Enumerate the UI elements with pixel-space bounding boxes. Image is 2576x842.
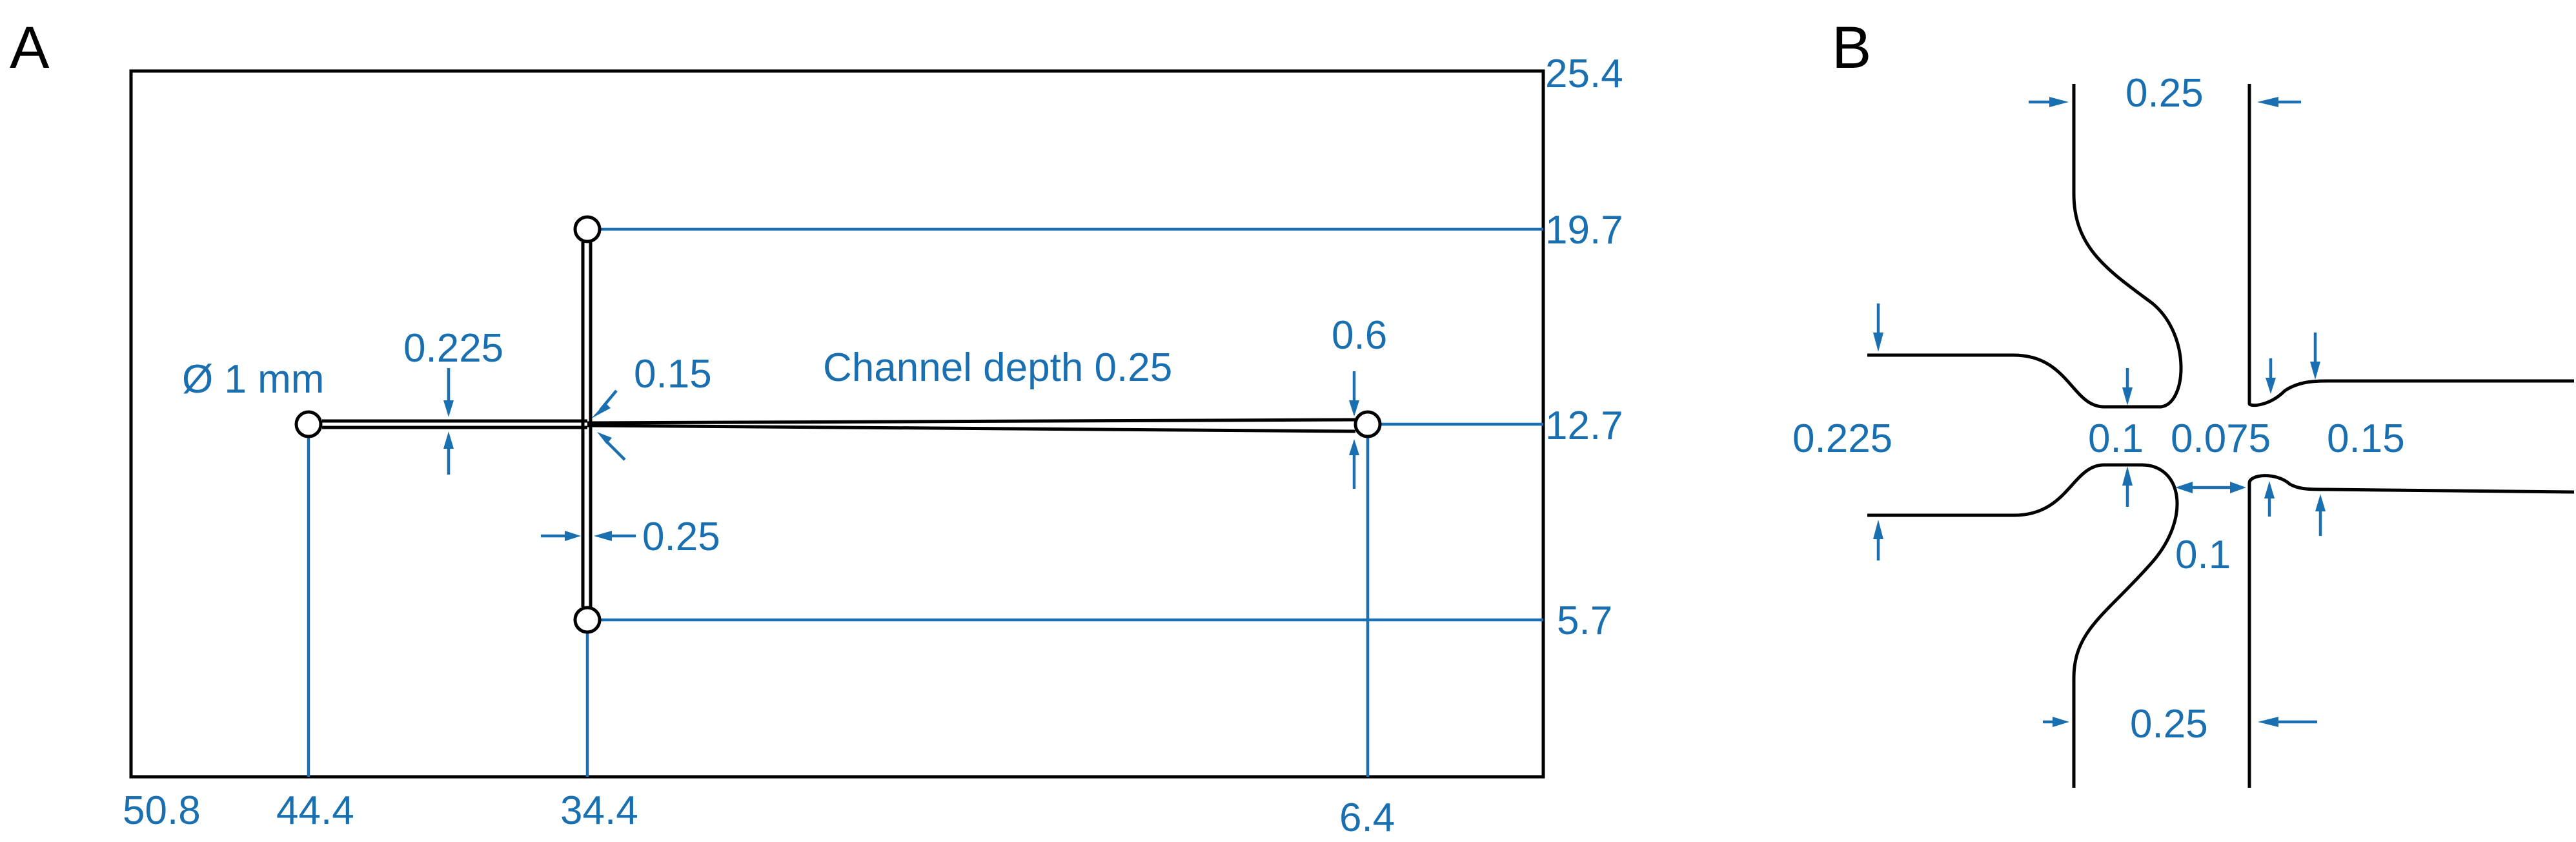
main-channel-y-value: 12.7 (1545, 404, 1623, 448)
main-channel-top (587, 418, 1356, 425)
lower-port (573, 606, 602, 634)
top-channel-width-label: 0.25 (2125, 71, 2204, 116)
right-channel-width-label: 0.15 (2327, 416, 2405, 461)
panel-b-label: B (1832, 15, 1871, 81)
closeup-arrows (1873, 97, 2326, 727)
channel-network (322, 242, 1356, 607)
gap-width-label: 0.075 (2171, 416, 2271, 461)
outlet-width-label: 0.6 (1332, 313, 1387, 358)
annotation-arrows (443, 368, 1359, 541)
chip-outline (129, 69, 1545, 779)
outlet-port (1354, 410, 1382, 438)
top-right-value: 25.4 (1545, 52, 1623, 96)
inlet-port (294, 410, 323, 438)
port-diameter-label: Ø 1 mm (182, 357, 324, 402)
inlet-x-value: 44.4 (276, 788, 354, 833)
neck-width-label: 0.1 (2088, 416, 2144, 461)
upper-port-y-value: 19.7 (1545, 208, 1623, 252)
outlet-x-value: 6.4 (1339, 796, 1395, 840)
left-channel-width-label: 0.225 (1792, 416, 1892, 461)
bottom-left-value: 50.8 (123, 788, 201, 833)
bottom-channel-width-label: 0.25 (2130, 702, 2208, 746)
upper-port (573, 215, 602, 243)
lower-port-y-value: 5.7 (1557, 599, 1612, 643)
cross-x-value: 34.4 (560, 788, 638, 833)
main-channel-bottom (587, 424, 1356, 433)
lower-neck-width-label: 0.1 (2175, 533, 2231, 577)
channel-depth-label: Channel depth 0.25 (823, 345, 1172, 390)
panel-a-label: A (10, 15, 50, 81)
dimension-lines (307, 227, 1543, 777)
junction-closeup-outline (1867, 84, 2575, 788)
junction-width-label: 0.15 (634, 352, 712, 396)
inlet-width-label: 0.225 (403, 326, 503, 371)
vertical-channel-width-label: 0.25 (642, 515, 720, 559)
